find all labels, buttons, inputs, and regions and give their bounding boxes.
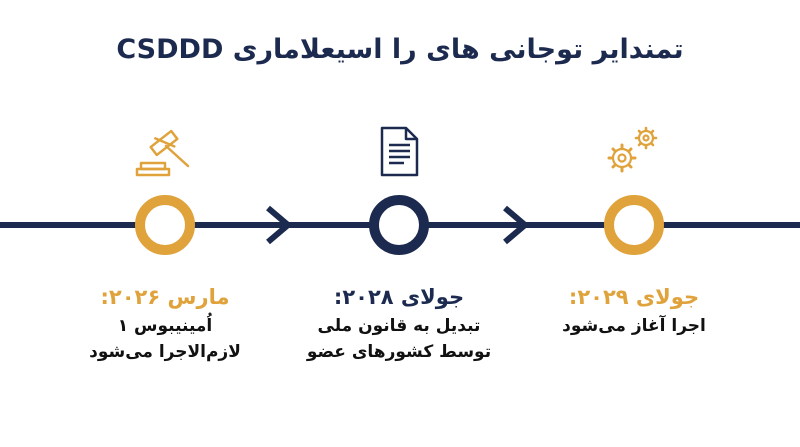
milestone-step-1: مارس ۲۰۲۶: اُمینیبوس ۱ لازم‌الاجرا می‌شو… <box>55 283 275 365</box>
arrow-icon <box>503 205 530 245</box>
step-date: جولای ۲۰۲۸: <box>333 285 465 309</box>
step-description: تبدیل به قانون ملی توسط کشورهای عضو <box>306 316 492 362</box>
page-title: تمندایر توجانی های را اسیعلاماری CSDDD <box>116 34 684 65</box>
milestone-circle-3 <box>604 195 664 255</box>
arrow-icon <box>266 205 293 245</box>
milestone-step-2: جولای ۲۰۲۸: تبدیل به قانون ملی توسط کشور… <box>289 283 509 365</box>
milestone-circle-2 <box>369 195 429 255</box>
gavel-icon <box>135 129 190 177</box>
gears-icon <box>607 126 658 173</box>
step-description: اُمینیبوس ۱ لازم‌الاجرا می‌شود <box>89 316 241 362</box>
step-date: جولای ۲۰۲۹: <box>568 285 700 309</box>
step-description: اجرا آغاز می‌شود <box>562 316 706 336</box>
milestone-circle-1 <box>135 195 195 255</box>
document-icon <box>380 126 419 177</box>
step-date: مارس ۲۰۲۶: <box>100 285 230 309</box>
milestone-step-3: جولای ۲۰۲۹: اجرا آغاز می‌شود <box>524 283 744 339</box>
